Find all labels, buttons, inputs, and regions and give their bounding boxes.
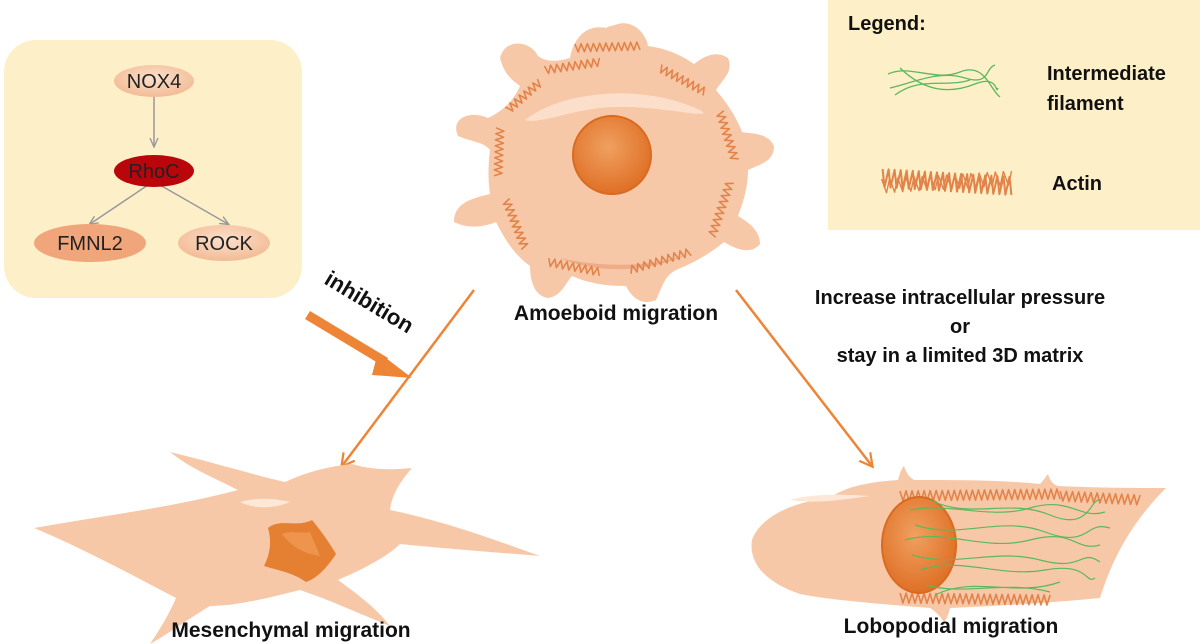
actin-legend-icon [880, 168, 1013, 196]
amoeboid-nucleus [572, 115, 652, 195]
legend-filament-label-1: Intermediate [1047, 63, 1166, 85]
amoeboid-cell: Amoeboid migration [454, 23, 774, 325]
arrow-rhoc-rock [159, 184, 228, 224]
amoeboid-actin-fibers [493, 41, 739, 277]
mesenchymal-cell: Mesenchymal migration [34, 452, 540, 644]
condition-text: Increase intracellular pressure or stay … [815, 287, 1105, 367]
node-nox4: NOX4 [114, 65, 194, 97]
arrow-to-lobopodial [735, 289, 872, 466]
lobopodial-filaments [904, 499, 1111, 596]
lobopodial-cell: Lobopodial migration [751, 466, 1166, 638]
amoeboid-label: Amoeboid migration [514, 302, 718, 325]
filament-legend-icon [887, 64, 1001, 98]
legend-title: Legend: [848, 13, 926, 35]
pathway-panel: NOX4 RhoC FMNL2 ROCK [4, 40, 302, 298]
condition-line-3: stay in a limited 3D matrix [837, 345, 1084, 367]
arrow-rhoc-fmnl2 [90, 184, 149, 224]
node-label-rock: ROCK [195, 233, 253, 255]
lobopodial-label: Lobopodial migration [844, 615, 1059, 638]
lobopodial-nucleus [881, 496, 957, 594]
legend-filament-label-2: filament [1047, 93, 1124, 115]
legend-actin-label: Actin [1052, 173, 1102, 195]
arrow-to-mesenchymal [342, 289, 475, 466]
node-fmnl2: FMNL2 [34, 224, 146, 262]
node-label-nox4: NOX4 [127, 71, 181, 93]
condition-line-1: Increase intracellular pressure [815, 287, 1105, 309]
node-label-rhoc: RhoC [128, 161, 179, 183]
legend-panel: Legend: Intermediate filament Actin [828, 0, 1200, 230]
condition-line-2: or [950, 316, 970, 338]
node-label-fmnl2: FMNL2 [57, 233, 123, 255]
inhibition-arrow: inhibition [305, 266, 418, 378]
mesenchymal-label: Mesenchymal migration [171, 619, 410, 642]
node-rhoc: RhoC [114, 155, 194, 187]
node-rock: ROCK [178, 225, 270, 261]
